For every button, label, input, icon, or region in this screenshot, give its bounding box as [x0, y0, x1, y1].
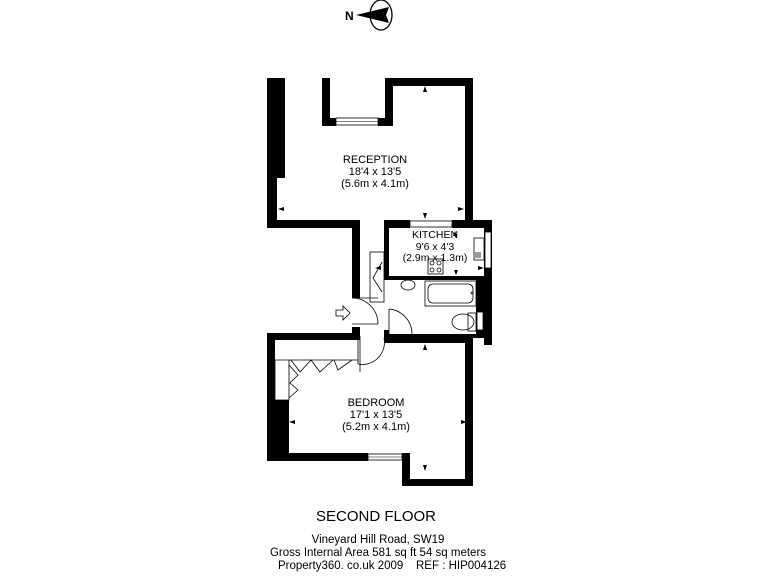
room-label-reception: RECEPTION 18'4 x 13'5 (5.6m x 4.1m) — [315, 154, 435, 190]
reception-walls — [267, 78, 492, 345]
room-name: RECEPTION — [342, 154, 408, 166]
room-name: BEDROOM — [347, 397, 405, 409]
window-icon — [476, 311, 484, 331]
window-icon — [367, 453, 403, 461]
wardrobe — [274, 359, 358, 401]
footer-ref: REF : HIP004126 — [416, 560, 507, 572]
north-arrow-icon: N — [345, 0, 393, 31]
room-imperial: 18'4 x 13'5 — [348, 166, 402, 178]
room-metric: (5.6m x 4.1m) — [341, 178, 409, 190]
hob-icon — [427, 258, 444, 275]
room-imperial: 9'6 x 4'3 — [415, 240, 455, 253]
entrance-arrow-icon — [335, 305, 351, 321]
cupboard — [369, 251, 385, 303]
footer-address: Vineyard Hill Road, SW19 — [311, 534, 445, 546]
room-metric: (2.9m x 1.3m) — [402, 252, 468, 264]
room-label-kitchen: KITCHEN 9'6 x 4'3 (2.9m x 1.3m) — [375, 229, 495, 265]
room-name: KITCHEN — [411, 229, 459, 241]
window-icon — [484, 231, 492, 269]
toilet-icon — [451, 312, 477, 332]
room-label-bedroom: BEDROOM 17'1 x 13'5 (5.2m x 4.1m) — [316, 397, 436, 433]
floor-title: SECOND FLOOR — [315, 508, 436, 525]
sink-icon — [473, 237, 485, 261]
window-icon — [409, 220, 453, 228]
footer-credit: Property360. co.uk 2009 — [278, 560, 404, 572]
room-imperial: 17'1 x 13'5 — [349, 409, 403, 421]
bedroom-walls — [267, 328, 473, 486]
footer-area: Gross Internal Area 581 sq ft 54 sq mete… — [269, 547, 487, 559]
bath-icon — [424, 280, 477, 307]
window-icon — [335, 117, 379, 126]
room-metric: (5.2m x 4.1m) — [342, 421, 410, 433]
basin-icon — [400, 279, 416, 291]
svg-text:N: N — [345, 9, 354, 23]
